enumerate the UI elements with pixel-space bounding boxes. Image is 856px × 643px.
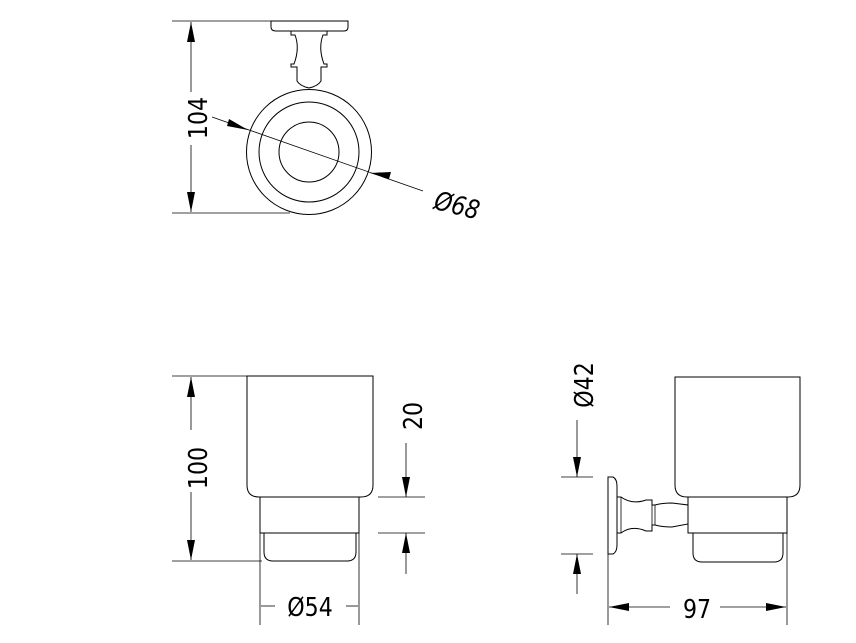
middle-ring <box>258 101 360 203</box>
wall-plate <box>607 476 618 555</box>
arrow-up-icon <box>573 554 581 574</box>
arrow-up-icon <box>187 22 195 42</box>
arrow-down-icon <box>573 457 581 477</box>
arrow-right-icon <box>766 603 786 611</box>
arrow-up-icon <box>402 533 410 553</box>
side-view: Ø42 97 <box>561 362 801 625</box>
inner-ring <box>278 121 340 183</box>
dimension-97: 97 <box>683 594 711 624</box>
holder-base <box>692 533 784 563</box>
arrow-down-icon <box>402 477 410 497</box>
arrow-up-icon <box>187 377 195 397</box>
mounting-neck <box>617 496 689 534</box>
arrow-icon <box>370 172 391 179</box>
arrow-icon <box>227 119 248 130</box>
outer-ring <box>246 89 372 215</box>
mounting-neck <box>290 30 328 89</box>
glass-tumbler <box>674 376 801 498</box>
holder-collar <box>687 496 788 534</box>
dimension-20: 20 <box>398 402 428 430</box>
holder-collar <box>259 496 360 534</box>
arrow-down-icon <box>187 192 195 212</box>
top-view: 104 Ø68 <box>172 20 483 226</box>
dimension-d42: Ø42 <box>569 362 599 407</box>
wall-plate <box>270 20 349 32</box>
front-view: 100 Ø54 20 <box>172 375 428 625</box>
holder-base <box>263 533 357 562</box>
dimension-d68: Ø68 <box>430 185 482 225</box>
dimension-104: 104 <box>183 97 213 139</box>
arrow-down-icon <box>187 540 195 560</box>
glass-tumbler <box>246 375 374 498</box>
diameter-leader <box>211 116 424 192</box>
dimension-100: 100 <box>183 447 213 489</box>
dimension-d54: Ø54 <box>287 592 332 622</box>
arrow-left-icon <box>609 603 629 611</box>
